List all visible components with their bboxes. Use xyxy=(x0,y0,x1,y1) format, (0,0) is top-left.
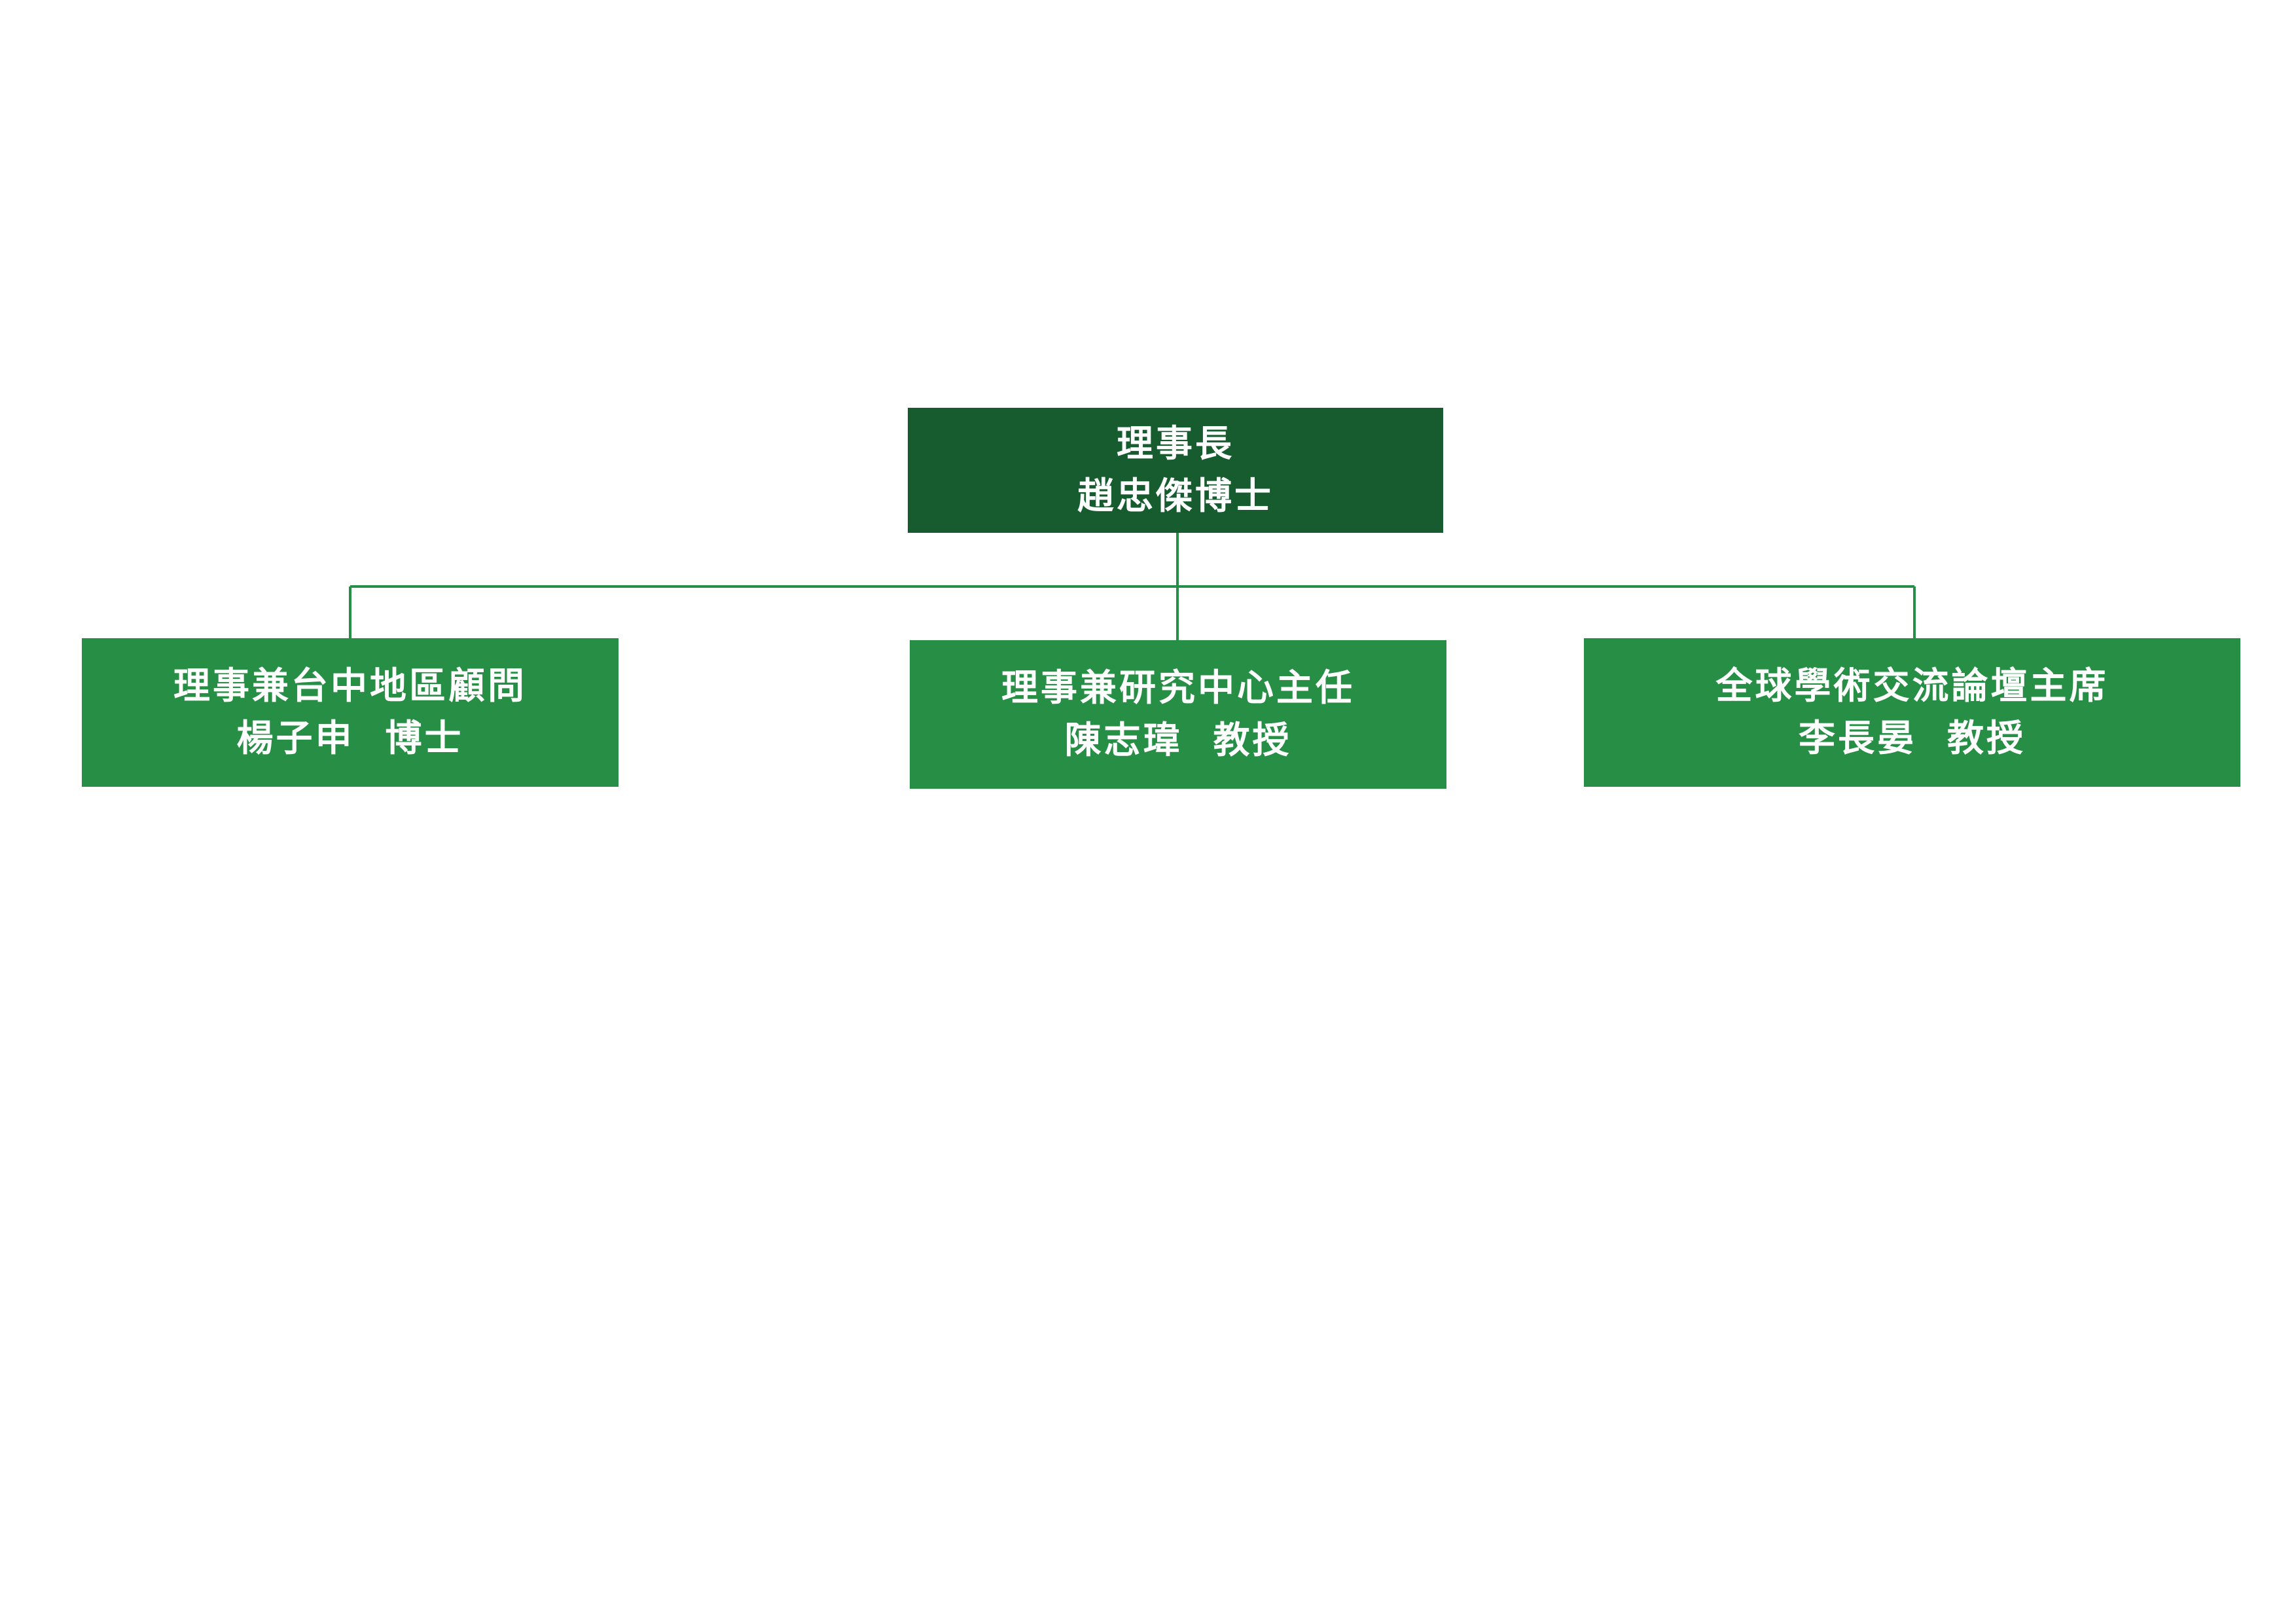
child-node-taichung-advisor: 理事兼台中地區顧問 楊子申 博士 xyxy=(82,638,619,787)
child-title: 理事兼台中地區顧問 xyxy=(173,664,527,708)
child-name: 陳志瑋 教授 xyxy=(1064,719,1292,762)
child-node-forum-chair: 全球學術交流論壇主席 李長晏 教授 xyxy=(1584,638,2240,787)
child-title: 全球學術交流論壇主席 xyxy=(1715,664,2109,708)
child-name: 李長晏 教授 xyxy=(1799,717,2026,760)
child-node-research-director: 理事兼研究中心主任 陳志瑋 教授 xyxy=(910,640,1446,789)
child-name: 楊子申 博士 xyxy=(236,717,464,760)
root-name: 趙忠傑博士 xyxy=(1077,475,1274,518)
root-title: 理事長 xyxy=(1117,422,1234,465)
root-node-chairman: 理事長 趙忠傑博士 xyxy=(908,408,1443,533)
child-title: 理事兼研究中心主任 xyxy=(1001,666,1355,710)
